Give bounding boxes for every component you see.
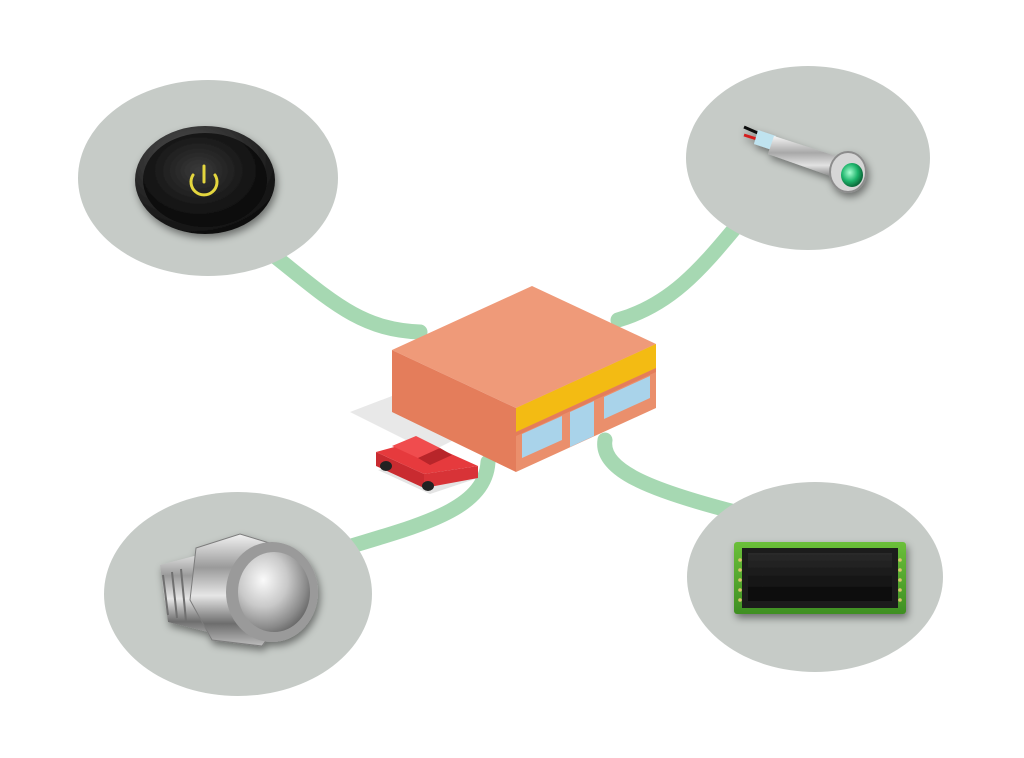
- car-icon: [376, 436, 478, 494]
- push-button-face: [238, 552, 310, 632]
- car-windshield: [418, 448, 452, 465]
- building-door: [570, 401, 594, 447]
- led-lens: [841, 163, 863, 187]
- building-roof: [392, 286, 656, 408]
- building-awning: [516, 344, 656, 432]
- led-sleeve: [754, 130, 776, 150]
- lcd-screen-icon: [734, 542, 906, 614]
- lcd-screen: [748, 553, 892, 601]
- connector-top-right: [610, 220, 743, 328]
- lcd-pins: [738, 558, 902, 602]
- building-window-right: [604, 376, 650, 419]
- connector-bottom-right: [597, 432, 743, 520]
- store-building-icon: [350, 286, 656, 472]
- car-wheel-rear: [380, 461, 392, 471]
- building-ground-shadow: [350, 396, 470, 452]
- connector-bottom-left: [337, 454, 496, 556]
- car-wheel-front: [422, 481, 434, 491]
- building-left-wall: [392, 350, 516, 472]
- push-button-threads: [162, 568, 187, 622]
- car-cabin: [392, 436, 440, 458]
- push-button-icon: [160, 533, 318, 647]
- building-window-left: [522, 416, 562, 458]
- led-body: [768, 136, 842, 178]
- car-body-side: [376, 452, 424, 488]
- led-light-icon: [743, 125, 867, 193]
- connector-top-left: [264, 246, 428, 340]
- building-trim: [516, 368, 656, 436]
- connectors: [264, 220, 743, 556]
- power-icon: [189, 164, 219, 197]
- car-body-front: [424, 466, 478, 488]
